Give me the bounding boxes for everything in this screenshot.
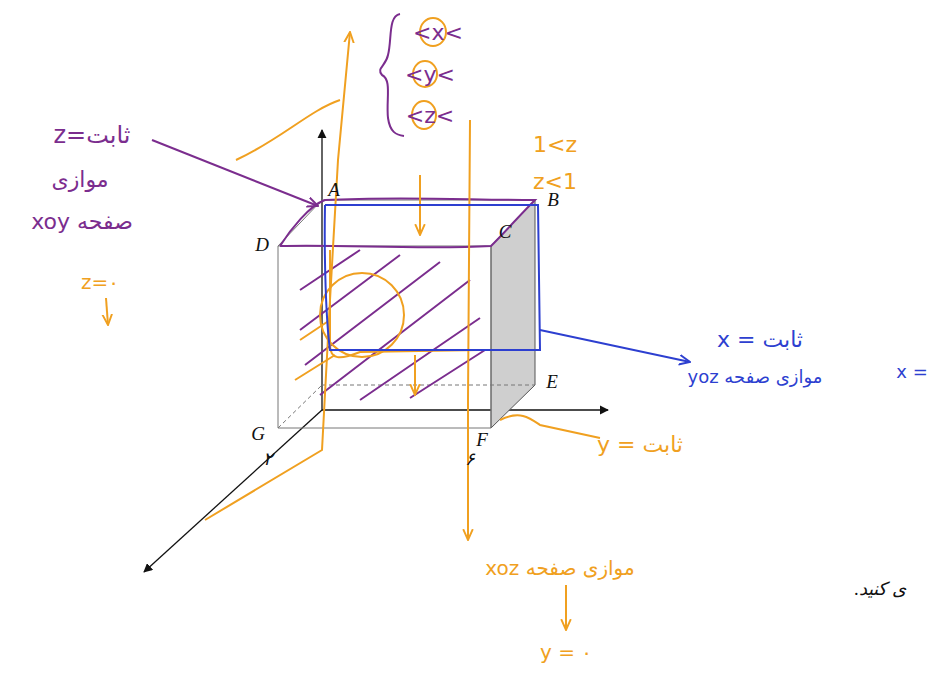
y-axis [322, 409, 608, 410]
handwritten-note: موازی [51, 168, 108, 192]
shaded-face [491, 200, 535, 428]
printed-label: B [547, 190, 559, 211]
cuboid [278, 200, 535, 428]
purple-annotations [152, 14, 535, 400]
z-axis [321, 130, 322, 410]
printed-label: G [251, 424, 265, 445]
handwritten-note: y = ثابت [597, 433, 683, 457]
handwritten-note: x = [896, 362, 927, 382]
printed-label: ۶ [465, 450, 475, 470]
handwritten-note: x = ثابت [717, 328, 803, 352]
handwritten-note: z=۰ [81, 271, 119, 293]
handwritten-note: 1<z [533, 133, 577, 157]
blue-annotations [325, 205, 690, 362]
printed-label: D [255, 235, 269, 256]
x-axis [144, 410, 322, 572]
printed-label: C [499, 222, 512, 243]
printed-label: A [328, 180, 340, 201]
handwritten-note: موازی صفحه xoz [485, 557, 634, 579]
handwritten-note: <z< [406, 104, 454, 128]
printed-label: E [546, 372, 558, 393]
handwritten-note: <x< [413, 21, 463, 45]
handwritten-note: صفحه xoy [31, 210, 133, 234]
printed-label: F [476, 430, 488, 451]
printed-label: ی کنید. [855, 580, 906, 600]
printed-label: ۲ [263, 450, 273, 470]
orange-annotations [106, 18, 600, 630]
handwritten-note: z=ثابت [54, 122, 131, 148]
handwritten-note: <y< [405, 63, 455, 87]
handwritten-note: موازی صفحه yoz [688, 367, 823, 387]
handwritten-note: y = ۰ [540, 641, 592, 663]
